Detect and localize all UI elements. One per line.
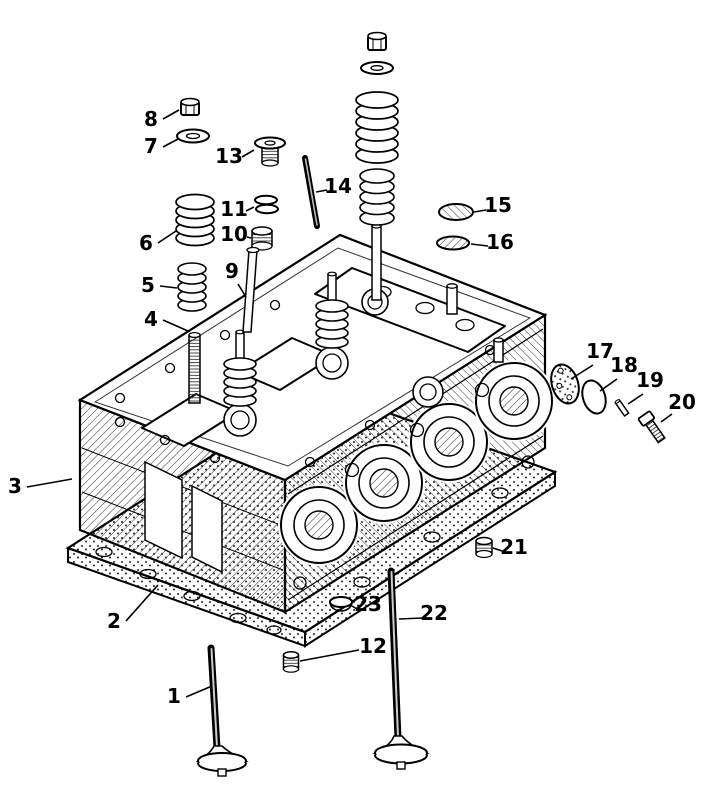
cap-dome: [438, 203, 474, 221]
svg-text:12: 12: [359, 634, 387, 658]
svg-text:7: 7: [144, 134, 158, 158]
svg-text:14: 14: [324, 174, 352, 198]
small-stud: [614, 398, 630, 418]
valve-spring-outer: [175, 193, 215, 247]
svg-text:17: 17: [586, 339, 614, 363]
callout-3: 3: [8, 474, 73, 498]
callout-20: 20: [660, 390, 696, 423]
callout-23: 23: [351, 592, 382, 616]
svg-text:22: 22: [420, 601, 448, 625]
combustion-port-3: [408, 401, 490, 483]
valve-spring-inner-top: [359, 168, 395, 226]
cover-gasket-disc: [550, 363, 580, 405]
valve-keeper-rings: [254, 194, 279, 215]
callout-4: 4: [144, 307, 189, 332]
installed-valve-stem-right: [371, 223, 382, 301]
cylinder-head-stud: [493, 337, 504, 363]
cylinder-head-stud: [188, 331, 201, 404]
cover-plate: [581, 379, 607, 415]
callout-14: 14: [315, 174, 352, 198]
svg-text:4: 4: [144, 307, 158, 331]
callout-9: 9: [225, 259, 247, 298]
dome-plug: [329, 596, 353, 612]
callout-22: 22: [398, 601, 448, 625]
gasket-holes: [95, 487, 509, 635]
callout-15: 15: [473, 193, 512, 217]
combustion-port-2: [343, 442, 425, 524]
valve-seat: [412, 376, 444, 408]
callout-10: 10: [220, 222, 252, 246]
push-rod: [302, 155, 320, 229]
callout-11: 11: [220, 197, 255, 221]
cylinder-head: [77, 223, 555, 614]
svg-text:3: 3: [8, 474, 22, 498]
washer: [176, 128, 210, 144]
exhaust-valve: [372, 567, 430, 770]
tappet-cup: [251, 226, 273, 251]
callout-5: 5: [141, 273, 178, 297]
callout-19: 19: [627, 368, 664, 405]
callout-12: 12: [299, 634, 387, 662]
valve-guide: [254, 136, 286, 167]
cylinder-head-stud: [446, 283, 458, 315]
svg-text:8: 8: [144, 107, 158, 131]
svg-text:1: 1: [167, 684, 181, 708]
svg-text:20: 20: [668, 390, 696, 414]
svg-text:21: 21: [500, 535, 528, 559]
svg-text:16: 16: [486, 230, 514, 254]
callout-13: 13: [215, 144, 255, 168]
svg-text:15: 15: [484, 193, 512, 217]
callout-16: 16: [470, 230, 514, 254]
svg-text:19: 19: [636, 368, 664, 392]
cup-plug: [475, 536, 493, 559]
spring-washer: [360, 61, 394, 75]
svg-text:13: 13: [215, 144, 243, 168]
bolt: [637, 410, 666, 444]
callout-21: 21: [492, 535, 528, 559]
callout-8: 8: [144, 107, 180, 131]
installed-valve-assembly-mid: [315, 271, 349, 349]
valve-seat: [315, 346, 349, 380]
svg-text:23: 23: [354, 592, 382, 616]
callout-18: 18: [599, 353, 638, 392]
valve-seat: [223, 403, 257, 437]
cylinder-head-top-face: [77, 233, 548, 482]
valve-spring-outer-top: [355, 91, 399, 164]
cylinder-head-front-face: [278, 312, 555, 614]
callout-2: 2: [107, 584, 159, 633]
svg-text:2: 2: [107, 609, 121, 633]
svg-text:10: 10: [220, 222, 248, 246]
combustion-port-4: [473, 360, 555, 442]
callout-6: 6: [139, 230, 177, 255]
svg-text:18: 18: [610, 353, 638, 377]
svg-text:9: 9: [225, 259, 239, 283]
callout-1: 1: [167, 684, 213, 708]
svg-text:6: 6: [139, 231, 153, 255]
callout-7: 7: [144, 134, 179, 158]
valve-stem-nut: [367, 31, 387, 51]
svg-text:11: 11: [220, 197, 248, 221]
combustion-port-1: [278, 484, 360, 566]
bushing: [282, 651, 300, 673]
nut: [180, 97, 200, 116]
intake-valve: [195, 644, 249, 777]
cap-flat: [436, 235, 470, 251]
valve-spring-inner: [177, 262, 207, 312]
valve-stem: [242, 246, 260, 333]
installed-valve-assembly-left: [223, 329, 257, 407]
svg-text:5: 5: [141, 273, 155, 297]
callout-17: 17: [570, 339, 614, 380]
